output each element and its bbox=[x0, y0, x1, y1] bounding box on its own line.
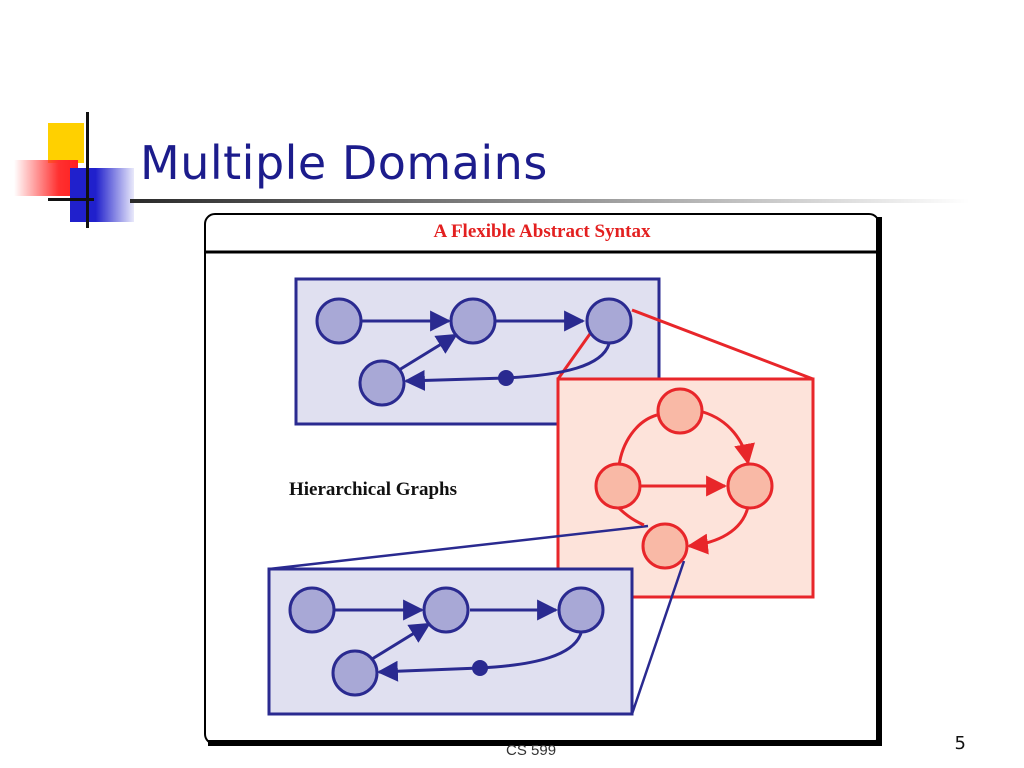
bottom-edge-4-2 bbox=[371, 622, 431, 661]
logo-yellow-square bbox=[48, 123, 84, 163]
figure-frame-shadow-right bbox=[876, 217, 882, 746]
figure-header: A Flexible Abstract Syntax bbox=[434, 221, 651, 242]
figure-caption: Hierarchical Graphs bbox=[289, 479, 457, 500]
red-edge-left-top bbox=[617, 413, 658, 467]
red-node-right bbox=[726, 462, 774, 510]
hierarchical-graph-figure: A Flexible Abstract Syntax Hierarchical … bbox=[204, 213, 882, 746]
bottom-edge-midpoint-dot bbox=[472, 660, 488, 676]
red-edge-top-right bbox=[702, 410, 755, 466]
red-node-left bbox=[594, 462, 642, 510]
bottom-node-2 bbox=[422, 586, 470, 634]
bottom-node-3 bbox=[557, 586, 605, 634]
blue-zoom-line-left bbox=[268, 524, 649, 571]
title-underline bbox=[130, 199, 970, 203]
figure-frame-shadow-bottom bbox=[208, 740, 882, 746]
logo-horizontal-line bbox=[48, 198, 94, 201]
top-node-3 bbox=[585, 297, 633, 345]
top-edge-4-2 bbox=[398, 333, 458, 372]
top-edge-midpoint-dot bbox=[498, 370, 514, 386]
blue-zoom-line-right bbox=[630, 560, 686, 715]
page-number: 5 bbox=[954, 733, 966, 754]
logo-vertical-line bbox=[86, 112, 89, 228]
bottom-node-1 bbox=[288, 586, 336, 634]
red-node-bottom bbox=[641, 522, 689, 570]
slide-footer: CS 599 bbox=[506, 742, 557, 759]
logo-blue-square bbox=[70, 168, 134, 222]
red-edge-right-bottom bbox=[686, 506, 750, 555]
bottom-node-4 bbox=[331, 649, 379, 697]
logo-red-square bbox=[14, 160, 78, 196]
top-node-2 bbox=[449, 297, 497, 345]
red-zoom-line-right bbox=[631, 308, 814, 381]
slide-title: Multiple Domains bbox=[140, 136, 548, 190]
figure-canvas: A Flexible Abstract Syntax Hierarchical … bbox=[204, 213, 882, 746]
top-node-4 bbox=[358, 359, 406, 407]
red-node-top bbox=[656, 387, 704, 435]
top-node-1 bbox=[315, 297, 363, 345]
